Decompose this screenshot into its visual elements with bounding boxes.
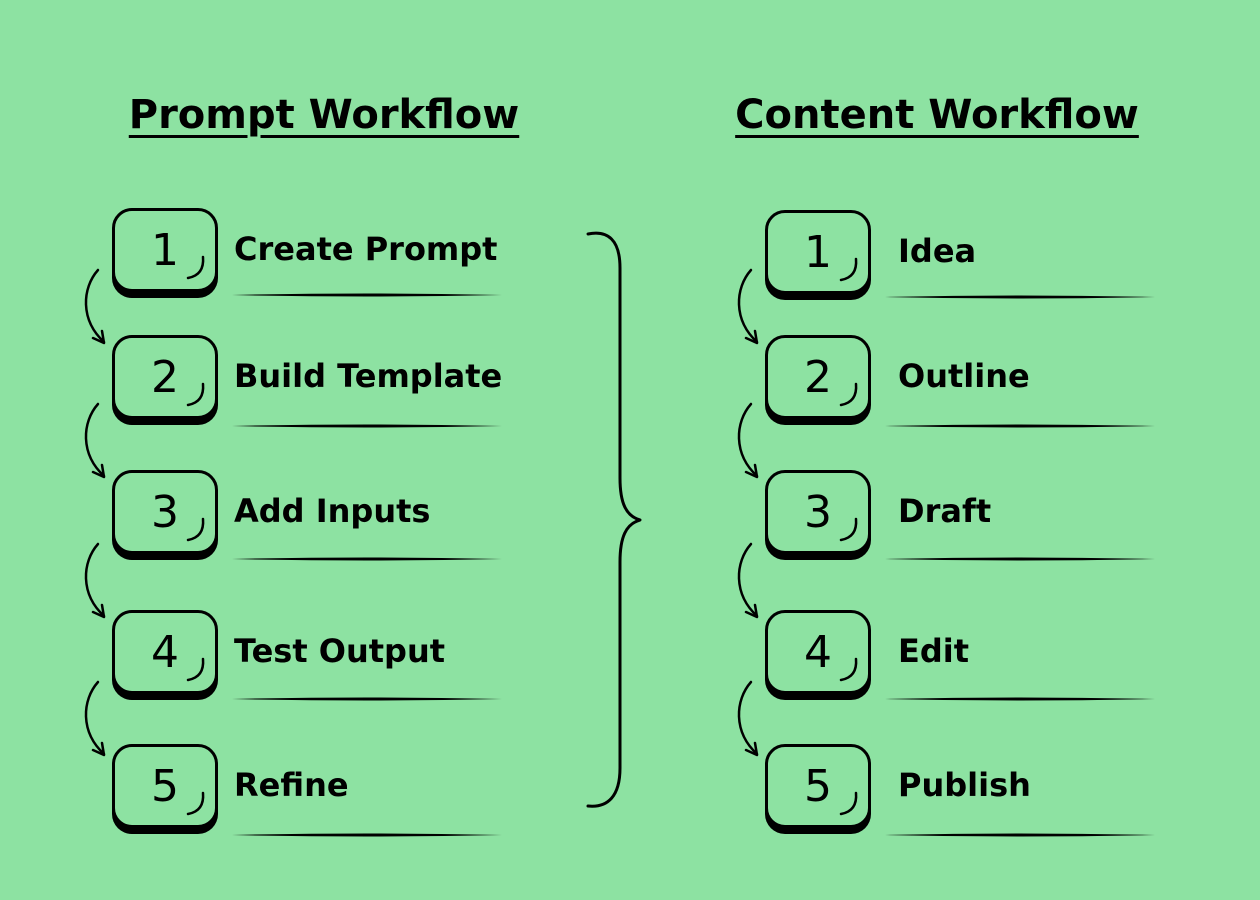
step-number-badge: 3 — [112, 470, 218, 554]
badge-curl-icon — [186, 791, 205, 816]
step-number-badge: 3 — [765, 470, 871, 554]
underline-stroke — [885, 697, 1155, 701]
step-number: 1 — [804, 227, 832, 278]
prompt-step-1: 1 Create Prompt — [112, 208, 552, 318]
step-label: Test Output — [234, 632, 446, 670]
step-label: Outline — [898, 357, 1030, 395]
step-label: Create Prompt — [234, 230, 498, 268]
prompt-step-4: 4 Test Output — [112, 610, 552, 720]
step-number: 3 — [151, 487, 179, 538]
curved-arrow-down-icon — [737, 680, 759, 757]
step-number-badge: 1 — [112, 208, 218, 292]
prompt-step-5: 5 Refine — [112, 744, 552, 854]
step-number-badge: 5 — [765, 744, 871, 828]
prompt-step-3: 3 Add Inputs — [112, 470, 552, 580]
underline-stroke — [885, 557, 1155, 561]
step-label: Draft — [898, 492, 992, 530]
content-step-5: 5 Publish — [765, 744, 1205, 854]
step-label: Idea — [898, 232, 977, 270]
badge-curl-icon — [186, 517, 205, 542]
step-number: 2 — [151, 352, 179, 403]
step-number: 4 — [151, 627, 179, 678]
badge-curl-icon — [839, 382, 858, 407]
step-label: Publish — [898, 766, 1031, 804]
curved-arrow-down-icon — [737, 402, 759, 479]
badge-curl-icon — [839, 257, 858, 282]
curved-arrow-down-icon — [84, 402, 106, 479]
step-number: 5 — [804, 761, 832, 812]
content-workflow-title: Content Workflow — [735, 92, 1139, 138]
step-number-badge: 1 — [765, 210, 871, 294]
step-label: Edit — [898, 632, 970, 670]
step-number-badge: 4 — [112, 610, 218, 694]
curved-arrow-down-icon — [84, 680, 106, 757]
badge-curl-icon — [839, 791, 858, 816]
badge-curl-icon — [839, 657, 858, 682]
badge-curl-icon — [186, 255, 205, 280]
step-number: 5 — [151, 761, 179, 812]
prompt-workflow-title: Prompt Workflow — [128, 92, 520, 138]
step-number-badge: 2 — [112, 335, 218, 419]
step-label: Add Inputs — [234, 492, 431, 530]
underline-stroke — [232, 424, 502, 428]
content-step-1: 1 Idea — [765, 210, 1205, 320]
underline-stroke — [885, 295, 1155, 299]
step-label: Build Template — [234, 357, 503, 395]
step-number: 4 — [804, 627, 832, 678]
content-step-3: 3 Draft — [765, 470, 1205, 580]
underline-stroke — [885, 424, 1155, 428]
curved-arrow-down-icon — [84, 542, 106, 619]
content-step-2: 2 Outline — [765, 335, 1205, 445]
step-number: 1 — [151, 225, 179, 276]
curved-arrow-down-icon — [84, 268, 106, 345]
step-number-badge: 2 — [765, 335, 871, 419]
content-step-4: 4 Edit — [765, 610, 1205, 720]
curved-arrow-down-icon — [737, 268, 759, 345]
step-number-badge: 5 — [112, 744, 218, 828]
curved-arrow-down-icon — [737, 542, 759, 619]
badge-curl-icon — [186, 657, 205, 682]
step-label: Refine — [234, 766, 349, 804]
underline-stroke — [232, 293, 502, 297]
step-number-badge: 4 — [765, 610, 871, 694]
curly-brace-right-icon — [586, 231, 642, 808]
underline-stroke — [885, 833, 1155, 837]
badge-curl-icon — [839, 517, 858, 542]
step-number: 3 — [804, 487, 832, 538]
underline-stroke — [232, 697, 502, 701]
step-number: 2 — [804, 352, 832, 403]
badge-curl-icon — [186, 382, 205, 407]
prompt-step-2: 2 Build Template — [112, 335, 552, 445]
underline-stroke — [232, 833, 502, 837]
underline-stroke — [232, 557, 502, 561]
